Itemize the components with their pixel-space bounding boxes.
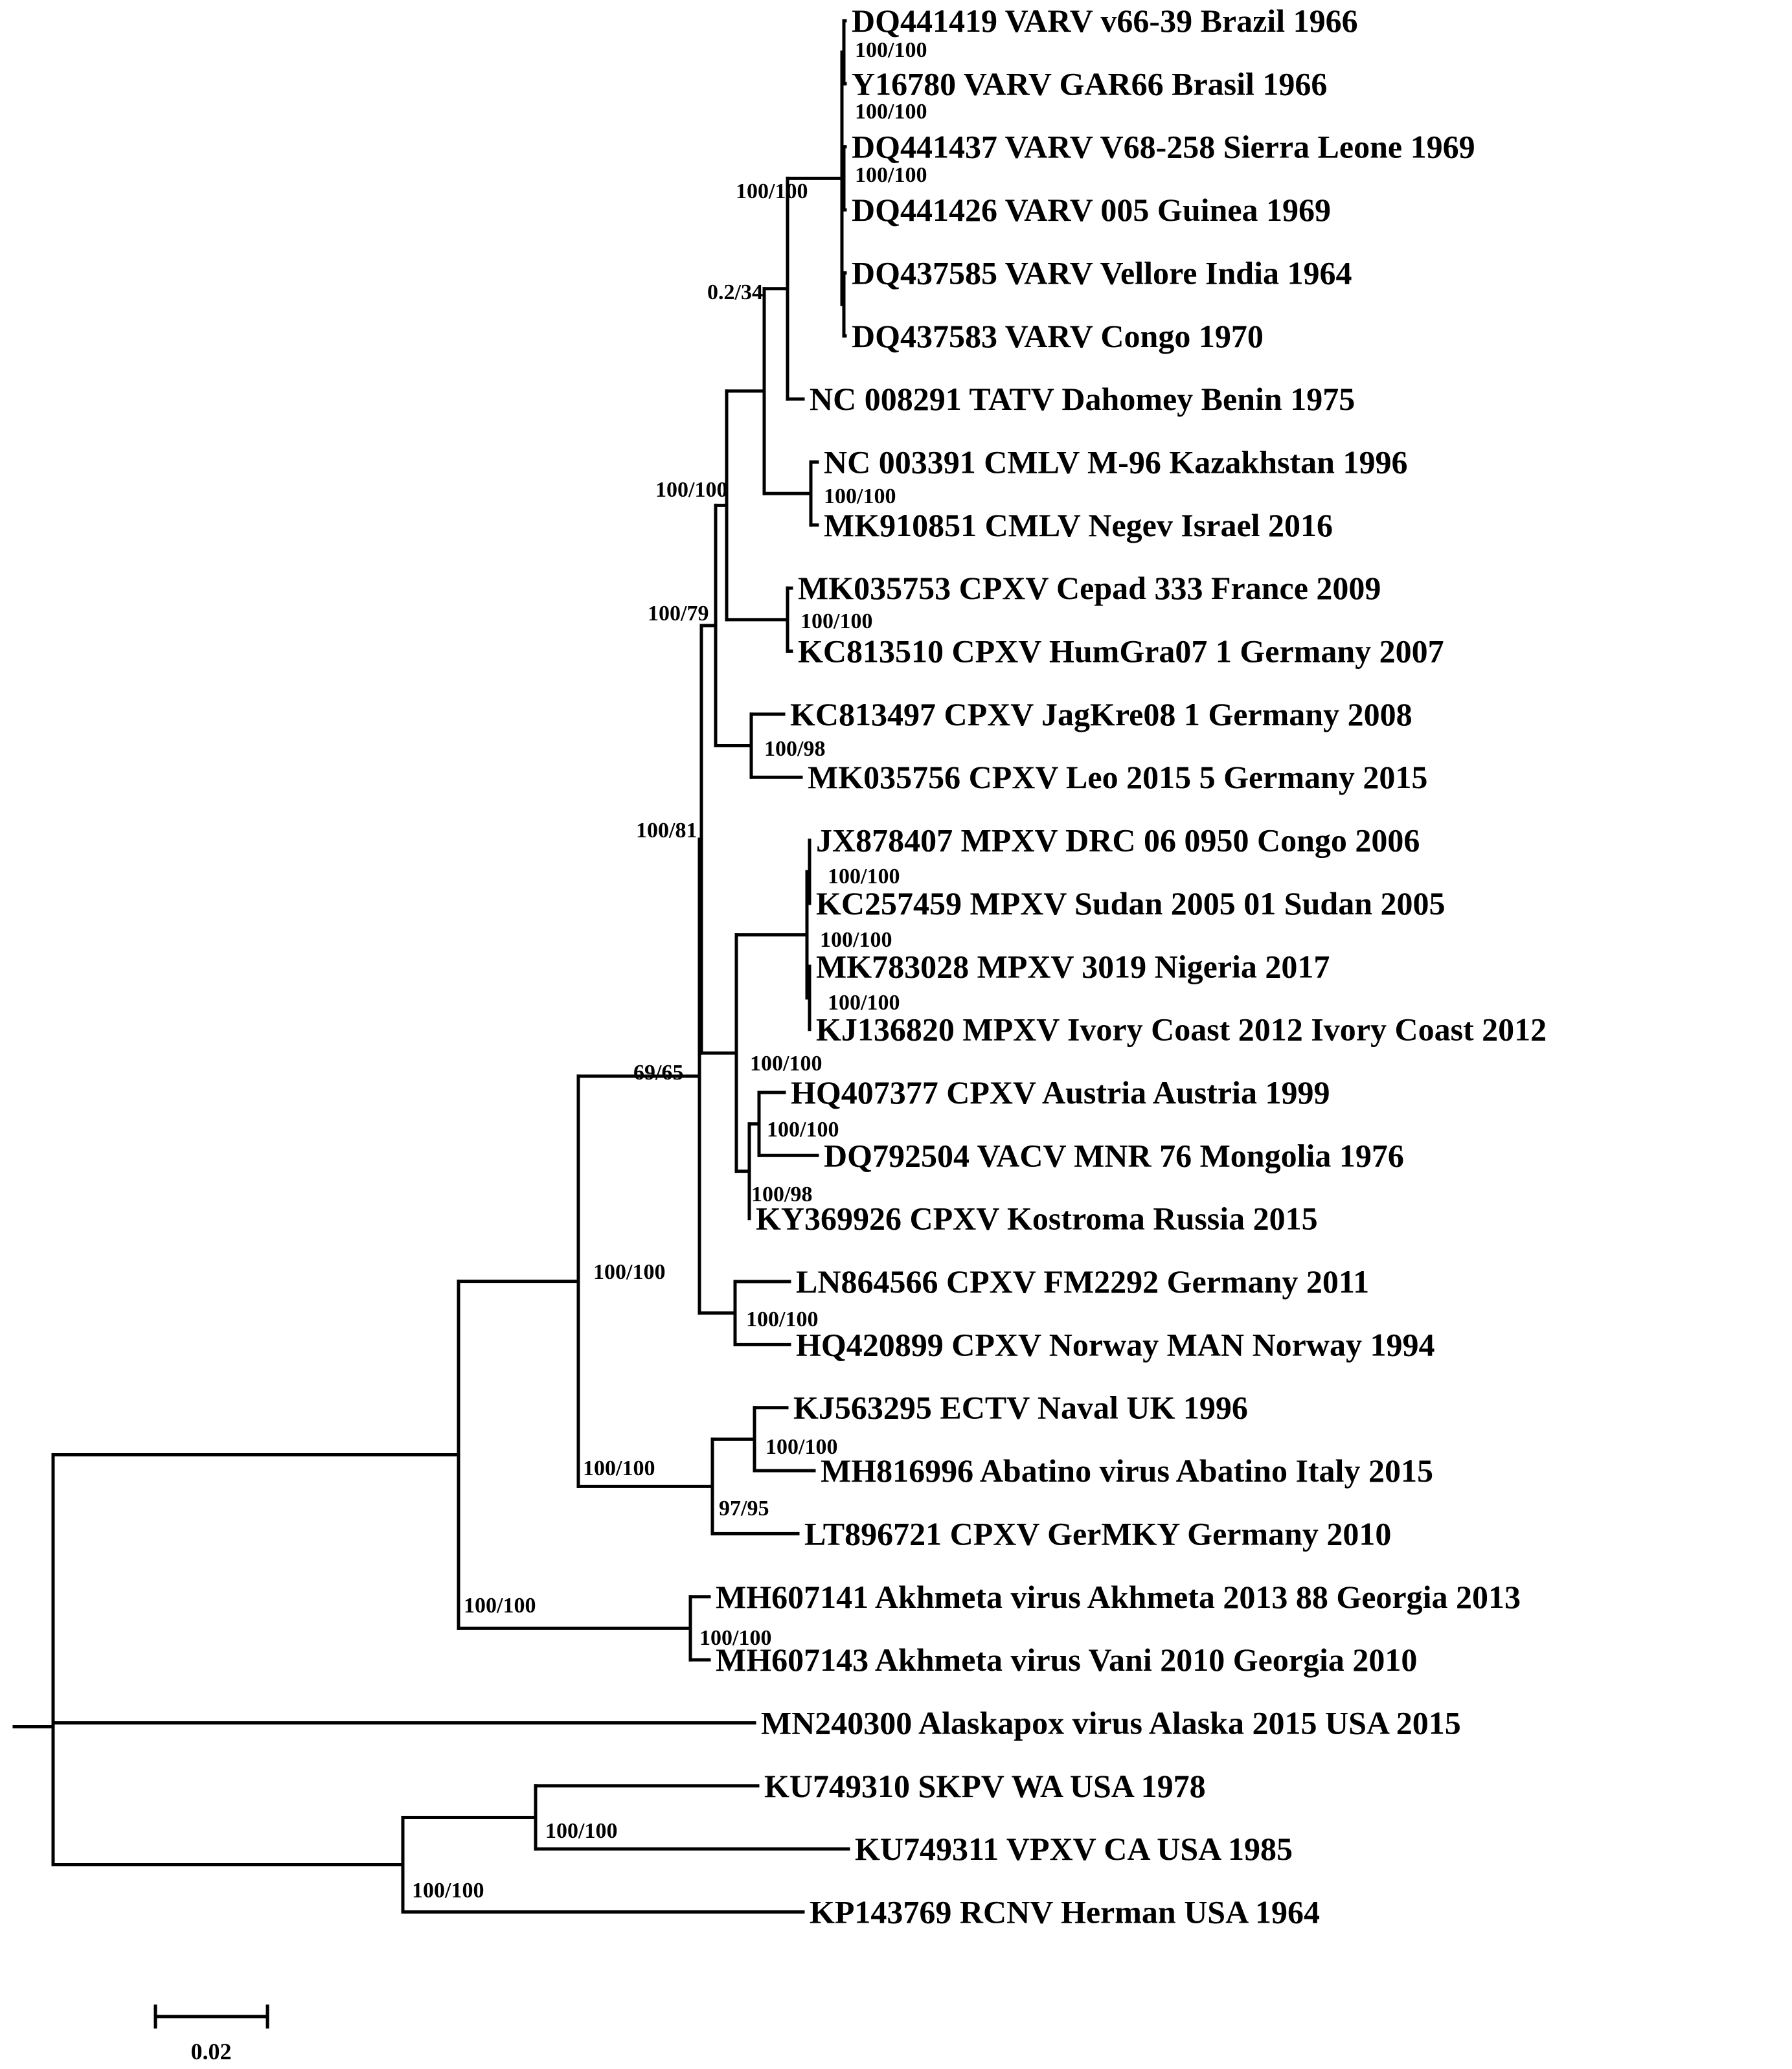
support-value: 100/100 — [767, 1118, 839, 1142]
tree-branches — [12, 19, 850, 1914]
scale-bar-label: 0.02 — [191, 2039, 232, 2064]
support-value: 100/100 — [800, 609, 872, 633]
support-value: 69/65 — [633, 1061, 683, 1085]
leaf-label: DQ441426 VARV 005 Guinea 1969 — [852, 192, 1331, 228]
support-value: 100/100 — [583, 1456, 655, 1480]
leaf-label: DQ441437 VARV V68-258 Sierra Leone 1969 — [852, 129, 1475, 165]
leaf-label: LT896721 CPXV GerMKY Germany 2010 — [804, 1515, 1391, 1552]
support-value: 0.2/34 — [707, 280, 763, 304]
support-value: 100/100 — [828, 991, 900, 1015]
leaf-label: KJ563295 ECTV Naval UK 1996 — [793, 1390, 1248, 1426]
leaf-label: MH607141 Akhmeta virus Akhmeta 2013 88 G… — [716, 1579, 1521, 1615]
leaf-label: Y16780 VARV GAR66 Brasil 1966 — [852, 65, 1327, 102]
support-value: 97/95 — [719, 1497, 769, 1521]
leaf-label: MN240300 Alaskapox virus Alaska 2015 USA… — [761, 1704, 1461, 1741]
leaf-label: KC257459 MPXV Sudan 2005 01 Sudan 2005 — [816, 885, 1446, 921]
support-value: 100/100 — [699, 1626, 771, 1650]
leaf-label: NC 003391 CMLV M-96 Kazakhstan 1996 — [824, 444, 1407, 480]
leaf-label: HQ407377 CPXV Austria Austria 1999 — [791, 1074, 1330, 1111]
support-value: 100/100 — [824, 484, 896, 508]
leaf-label: DQ441419 VARV v66-39 Brazil 1966 — [852, 3, 1358, 39]
support-value: 100/100 — [545, 1819, 617, 1843]
support-value: 100/100 — [412, 1879, 484, 1903]
leaf-label: KU749311 VPXV CA USA 1985 — [855, 1831, 1293, 1867]
support-values: 100/100 100/100 100/100 69/65 100/81 100/79 10… — [412, 38, 927, 1903]
support-value: 100/100 — [464, 1594, 536, 1618]
leaf-label: KC813497 CPXV JagKre08 1 Germany 2008 — [790, 696, 1412, 732]
support-value: 100/100 — [655, 478, 727, 502]
leaf-label: HQ420899 CPXV Norway MAN Norway 1994 — [796, 1326, 1435, 1362]
support-value: 100/79 — [648, 602, 709, 626]
leaf-label: KJ136820 MPXV Ivory Coast 2012 Ivory Coa… — [816, 1012, 1547, 1048]
leaf-label: LN864566 CPXV FM2292 Germany 2011 — [796, 1263, 1369, 1300]
support-value: 100/100 — [736, 179, 808, 203]
scale-bar: 0.02 — [153, 2004, 269, 2064]
leaf-label: KY369926 CPXV Kostroma Russia 2015 — [756, 1201, 1318, 1237]
support-value: 100/100 — [746, 1307, 818, 1331]
support-value: 100/98 — [764, 737, 825, 761]
support-value: 100/100 — [750, 1052, 822, 1076]
support-value: 100/100 — [855, 100, 927, 124]
leaf-label: KC813510 CPXV HumGra07 1 Germany 2007 — [798, 633, 1444, 670]
leaf-label: KP143769 RCNV Herman USA 1964 — [810, 1894, 1320, 1930]
leaf-label: DQ792504 VACV MNR 76 Mongolia 1976 — [824, 1137, 1404, 1173]
leaf-label: DQ437585 VARV Vellore India 1964 — [852, 254, 1352, 291]
leaf-label: NC 008291 TATV Dahomey Benin 1975 — [810, 381, 1355, 417]
support-value: 100/100 — [855, 163, 927, 187]
support-value: 100/100 — [855, 38, 927, 62]
support-value: 100/100 — [828, 865, 900, 888]
support-value: 100/98 — [751, 1182, 812, 1206]
leaf-label: DQ437583 VARV Congo 1970 — [852, 318, 1264, 354]
leaf-label: MH816996 Abatino virus Abatino Italy 201… — [821, 1453, 1433, 1489]
leaf-label: JX878407 MPXV DRC 06 0950 Congo 2006 — [816, 822, 1420, 859]
leaf-label: MK910851 CMLV Negev Israel 2016 — [824, 507, 1333, 543]
support-value: 100/81 — [636, 819, 697, 842]
leaf-label: MK035756 CPXV Leo 2015 5 Germany 2015 — [808, 759, 1427, 795]
leaf-label: KU749310 SKPV WA USA 1978 — [764, 1768, 1206, 1804]
support-value: 100/100 — [766, 1435, 837, 1459]
leaf-label: MK035753 CPXV Cepad 333 France 2009 — [798, 570, 1381, 606]
support-value: 100/100 — [593, 1260, 665, 1284]
support-value: 100/100 — [820, 928, 892, 952]
leaf-label: MK783028 MPXV 3019 Nigeria 2017 — [816, 948, 1330, 984]
leaf-label: MH607143 Akhmeta virus Vani 2010 Georgia… — [716, 1642, 1417, 1678]
